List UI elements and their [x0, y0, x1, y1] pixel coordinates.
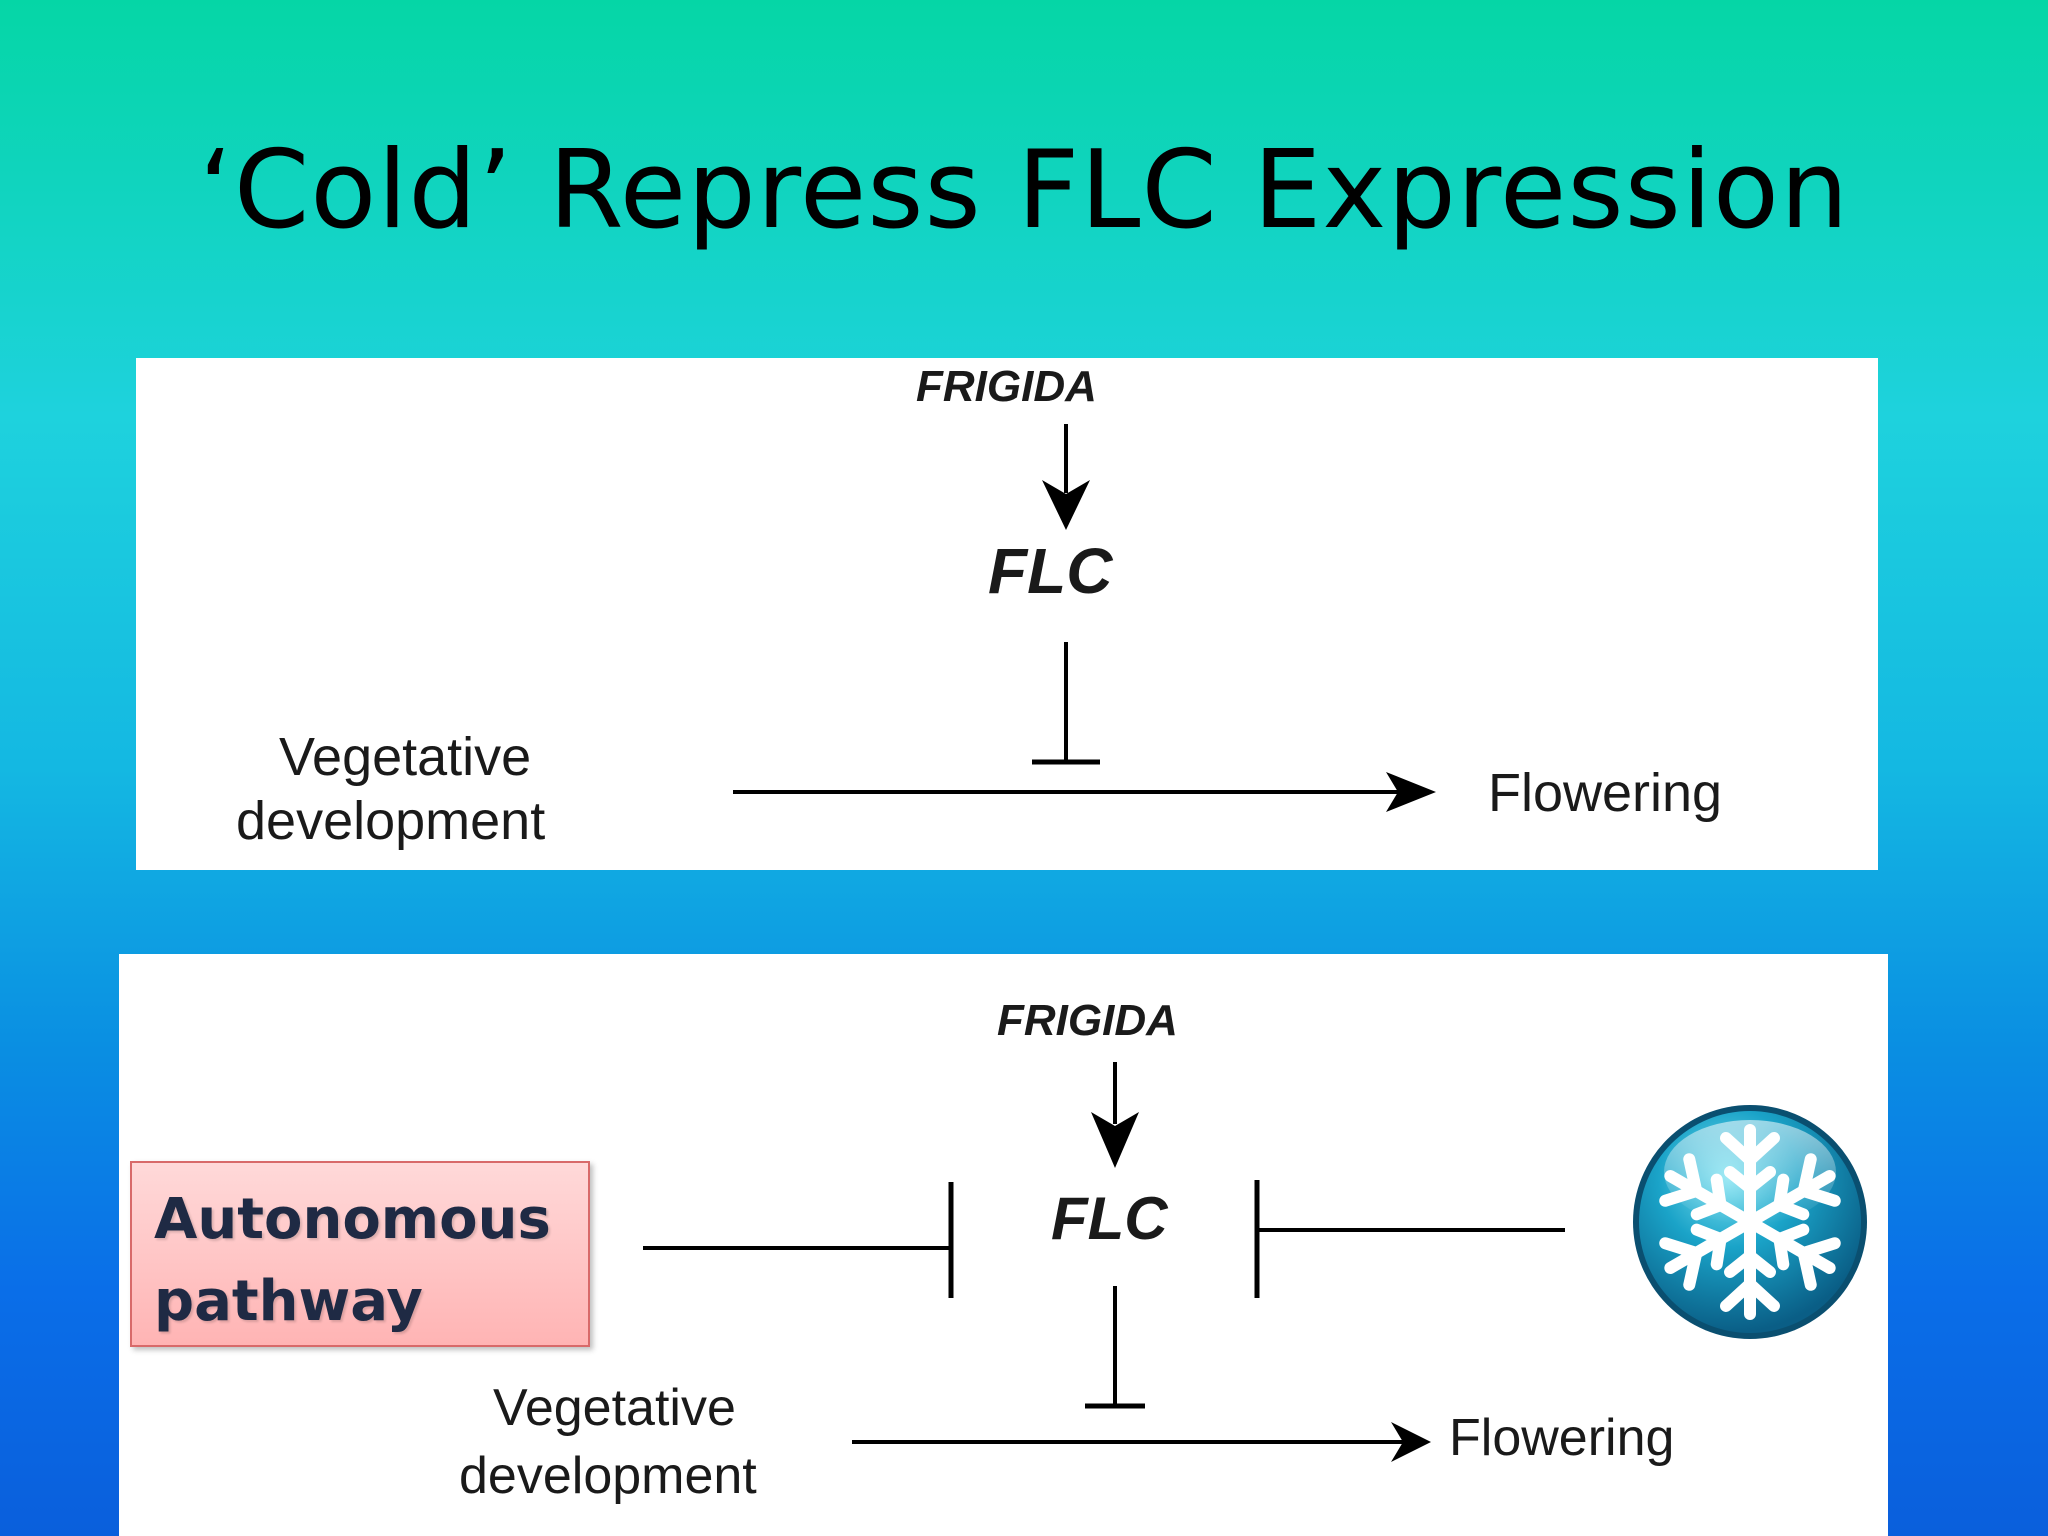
flc-inhibition-bar: [1032, 642, 1100, 765]
flc-label: FLC: [1051, 1185, 1168, 1252]
autonomous-pathway-box: Autonomous pathway: [130, 1161, 590, 1347]
bottom-diagram-arrows: [643, 1062, 1565, 1462]
flowering-label: Flowering: [1488, 763, 1723, 823]
vegetative-label-line1: Vegetative: [493, 1379, 736, 1437]
frigida-label: FRIGIDA: [916, 362, 1097, 411]
vegetative-label-line1: Vegetative: [279, 727, 532, 787]
vegetative-to-flowering-arrow: [852, 1422, 1431, 1462]
snowflake-icon: [1630, 1102, 1870, 1342]
frigida-to-flc-arrow: [1091, 1062, 1139, 1168]
vegetative-to-flowering-arrow: [733, 772, 1436, 812]
flc-label: FLC: [988, 535, 1113, 607]
frigida-to-flc-arrow: [1042, 424, 1090, 530]
cold-inhibits-flc: [1254, 1180, 1565, 1298]
flowering-label: Flowering: [1449, 1409, 1675, 1467]
autonomous-pathway-label: Autonomous pathway: [154, 1187, 551, 1334]
flc-inhibition-bar: [1085, 1286, 1145, 1409]
vegetative-label-line2: development: [236, 791, 546, 851]
slide-title: ‘Cold’ Repress FLC Expression: [198, 128, 1850, 253]
top-diagram-arrows: [733, 424, 1436, 812]
autonomous-inhibits-flc: [643, 1182, 954, 1298]
frigida-label: FRIGIDA: [997, 996, 1178, 1045]
vegetative-label-line2: development: [459, 1447, 757, 1505]
top-diagram-panel: FRIGIDA FLC Vegetative development Flowe…: [136, 358, 1878, 870]
